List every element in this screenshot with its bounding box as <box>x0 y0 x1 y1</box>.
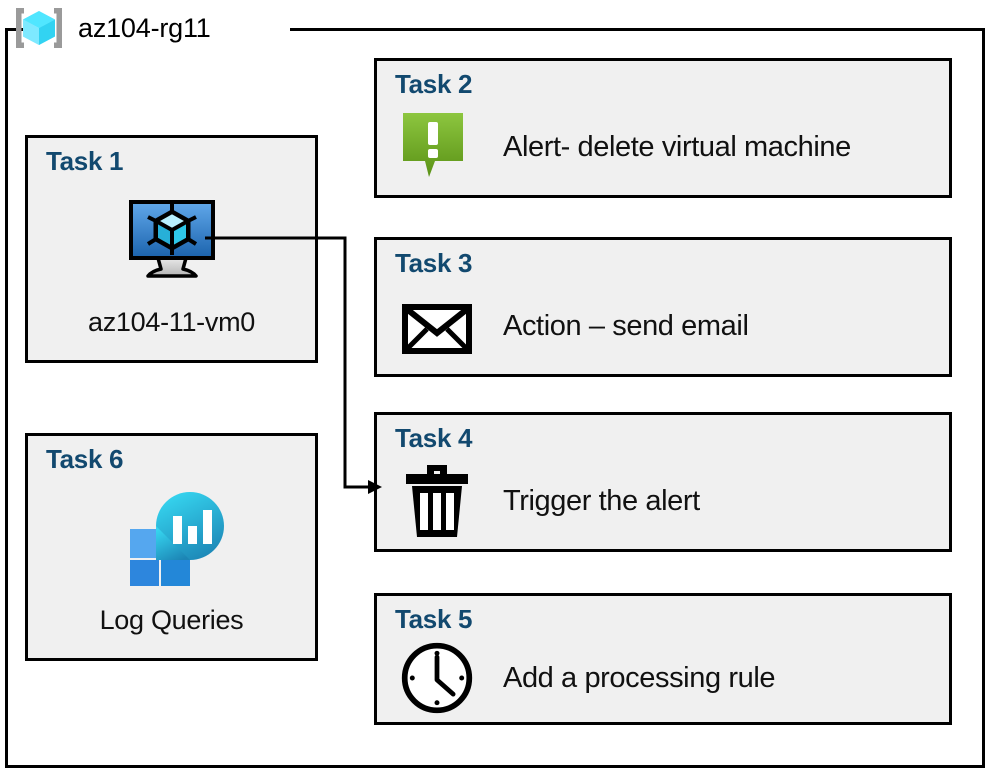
task-4-caption: Trigger the alert <box>503 484 700 517</box>
task-1-caption: az104-11-vm0 <box>88 307 255 337</box>
task-1-title: Task 1 <box>46 146 124 176</box>
virtual-machine-icon <box>28 194 315 286</box>
task-3-caption: Action – send email <box>503 309 749 342</box>
task-card-6[interactable]: Task 6 <box>25 433 318 661</box>
task-6-caption: Log Queries <box>99 605 244 635</box>
azure-resource-group-cube-icon <box>10 3 68 53</box>
task-card-5[interactable]: Task 5 Add a processing rule <box>374 593 952 725</box>
task-2-caption: Alert- delete virtual machine <box>503 130 851 163</box>
clock-icon <box>399 640 475 716</box>
resource-group-label-notch <box>28 18 290 40</box>
alert-exclamation-icon <box>399 109 475 185</box>
task-5-title: Task 5 <box>395 604 473 634</box>
task-6-title: Task 6 <box>46 444 124 474</box>
task-card-1[interactable]: Task 1 <box>25 135 318 363</box>
task-2-title: Task 2 <box>395 69 473 99</box>
task-4-title: Task 4 <box>395 423 473 453</box>
resource-group-name: az104-rg11 <box>78 12 211 43</box>
task-card-4[interactable]: Task 4 Trigger the alert <box>374 412 952 552</box>
resource-group-header: az104-rg11 <box>10 2 211 54</box>
task-5-caption: Add a processing rule <box>503 661 776 694</box>
task-3-title: Task 3 <box>395 248 473 278</box>
trash-can-icon <box>399 463 475 539</box>
task-card-2[interactable]: Task 2 Alert- delete virtual machine <box>374 58 952 198</box>
log-analytics-icon <box>28 492 315 586</box>
task-card-3[interactable]: Task 3 Action – send email <box>374 237 952 377</box>
envelope-icon <box>399 288 475 364</box>
